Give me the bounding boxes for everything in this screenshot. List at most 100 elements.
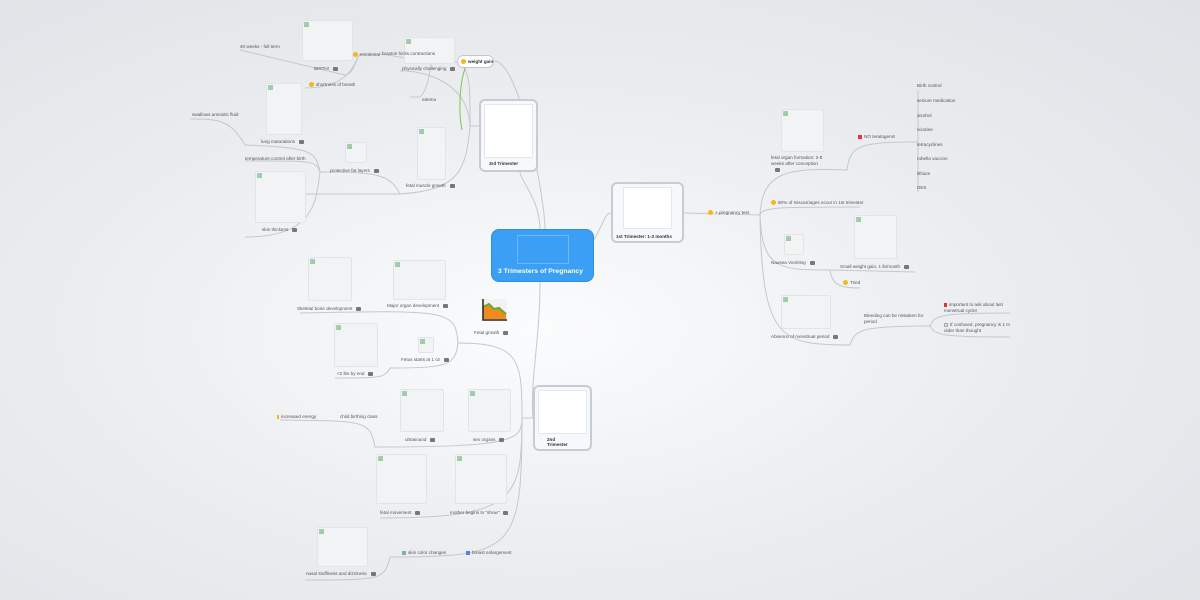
- node-teratogens[interactable]: NO teratogens!: [858, 134, 895, 140]
- image-icon: [775, 167, 780, 172]
- smiley-icon: [353, 52, 358, 58]
- lung-image: [266, 83, 302, 135]
- node-organ-formation[interactable]: fetal organ formation: 2-8 weeks after c…: [771, 155, 823, 173]
- lightning-icon: [277, 414, 279, 419]
- node-edema[interactable]: edema: [422, 97, 437, 102]
- node-skin-color-label: skin color changes: [408, 550, 447, 555]
- fat-image: [345, 142, 367, 163]
- note-icon: [944, 322, 948, 327]
- node-skeletal-label: Skeletal bone development: [297, 306, 353, 311]
- teratogen-item[interactable]: alcohol: [917, 113, 932, 118]
- topic-2nd-trimester[interactable]: 2nd Trimester: [533, 385, 592, 451]
- node-absence[interactable]: Absence of menstrual period: [771, 334, 839, 340]
- node-emotional[interactable]: emotional: [353, 52, 380, 58]
- teratogen-item[interactable]: rubella vaccine: [917, 156, 948, 161]
- teratogen-item[interactable]: Birth control: [917, 83, 942, 88]
- skeletal-image: [308, 257, 352, 301]
- node-energy[interactable]: increased energy: [277, 414, 316, 420]
- node-tired-label: Tired: [850, 280, 861, 285]
- flag-icon: [944, 302, 947, 307]
- node-shortness-label: shortness of breath: [316, 82, 356, 87]
- node-important[interactable]: important to ask about last menstrual cy…: [944, 302, 1008, 314]
- node-starts[interactable]: Fetus starts at 1 oz: [401, 357, 450, 363]
- ultrasound-image: [400, 389, 444, 432]
- image-icon: [503, 330, 509, 335]
- node-tired[interactable]: Tired: [843, 280, 860, 286]
- node-show-label: mother begins to "show": [450, 510, 500, 515]
- node-emotional-label: emotional: [360, 52, 380, 57]
- node-temperature[interactable]: temperature control after birth: [245, 156, 306, 161]
- node-nasal[interactable]: nasal stuffiness and dizziness: [306, 571, 376, 577]
- central-title: 3 Trimesters of Pregnancy: [498, 268, 583, 275]
- topic-2nd-trimester-label: 2nd Trimester: [547, 437, 568, 447]
- node-class[interactable]: child birthing class: [340, 414, 378, 419]
- node-lung[interactable]: lung maturations: [261, 139, 304, 145]
- teratogen-item[interactable]: lithium: [917, 171, 931, 176]
- image-icon: [503, 510, 509, 515]
- absence-image: [781, 295, 831, 329]
- teratogen-item[interactable]: seizure medication: [917, 98, 956, 103]
- birth-image: [302, 20, 353, 61]
- thumbs-up-icon: [708, 210, 713, 216]
- node-weight[interactable]: Small weight gain, 1 lb/month: [840, 264, 910, 270]
- major-organ-image: [393, 260, 446, 300]
- image-icon: [904, 264, 910, 269]
- node-miscarriages[interactable]: 80% of miscarriages occur in 1st trimest…: [771, 200, 864, 206]
- lbs-image: [334, 323, 378, 367]
- node-full-term[interactable]: 40 weeks - full term: [240, 44, 280, 49]
- node-fetal-growth-label: Fetal growth: [474, 330, 500, 335]
- image-icon: [415, 510, 421, 515]
- node-major-organ[interactable]: Major organ development: [387, 303, 449, 309]
- node-confused[interactable]: If confused, pregnancy is 1 m older than…: [944, 322, 1010, 334]
- node-ultrasound[interactable]: ultrasound: [405, 437, 436, 443]
- node-skeletal[interactable]: Skeletal bone development: [297, 306, 362, 312]
- image-icon: [809, 260, 815, 265]
- weight-gain-node[interactable]: weight gain: [457, 55, 494, 68]
- image-icon: [292, 227, 298, 232]
- node-braxton[interactable]: braxton hicks contractions: [382, 51, 436, 56]
- image-icon: [373, 168, 379, 173]
- teratogen-item[interactable]: DES: [917, 185, 927, 190]
- node-starts-label: Fetus starts at 1 oz: [401, 357, 441, 362]
- node-fetal-growth[interactable]: Fetal growth: [474, 330, 509, 336]
- node-skin[interactable]: skin thickens: [262, 227, 298, 233]
- central-image: [517, 235, 569, 264]
- weight-image: [854, 215, 897, 259]
- node-confused-label: If confused, pregnancy is 1 m older than…: [944, 322, 1011, 333]
- node-birth[interactable]: BIRTH!: [314, 66, 338, 72]
- topic-1st-trimester[interactable]: 1st Trimester: 1-3 months: [611, 182, 684, 243]
- node-physically[interactable]: physically challenging: [402, 66, 456, 72]
- organ-image: [781, 109, 824, 152]
- image-icon: [370, 571, 376, 576]
- node-birth-label: BIRTH!: [314, 66, 329, 71]
- node-nausea[interactable]: Nausea Vomiting: [771, 260, 815, 266]
- node-movement[interactable]: fetal movement: [380, 510, 421, 516]
- node-fat-label: protective fat layers: [330, 168, 370, 173]
- teratogen-item[interactable]: tetracyclines: [917, 142, 943, 147]
- central-topic[interactable]: 3 Trimesters of Pregnancy: [491, 229, 594, 282]
- image-icon: [450, 66, 456, 71]
- node-lbs[interactable]: <2 lbs by end: [337, 371, 374, 377]
- node-muscle[interactable]: fetal muscle growth: [406, 183, 455, 189]
- teratogen-item[interactable]: nicotine: [917, 127, 933, 132]
- node-breast[interactable]: breast enlargement: [466, 550, 512, 556]
- node-skin-color[interactable]: skin color changes: [402, 550, 446, 556]
- node-energy-label: increased energy: [281, 414, 317, 419]
- smiley-icon: [461, 59, 466, 65]
- node-movement-label: fetal movement: [380, 510, 412, 515]
- weight-gain-label: weight gain: [468, 59, 494, 64]
- node-show[interactable]: mother begins to "show": [450, 510, 509, 516]
- node-organ-formation-label: fetal organ formation: 2-8 weeks after c…: [771, 155, 823, 166]
- node-swallows[interactable]: swallows amniotic fluid: [192, 112, 239, 117]
- node-sex-organs[interactable]: sex organs: [473, 437, 505, 443]
- node-nausea-label: Nausea Vomiting: [771, 260, 806, 265]
- node-physically-label: physically challenging: [402, 66, 447, 71]
- topic-3rd-trimester[interactable]: 3rd Trimester: [479, 99, 538, 172]
- node-shortness[interactable]: shortness of breath: [309, 82, 355, 88]
- node-bleeding[interactable]: Bleeding can be mistaken for period: [864, 313, 924, 324]
- node-fat[interactable]: protective fat layers: [330, 168, 379, 174]
- node-teratogens-label: NO teratogens!: [864, 134, 896, 139]
- node-breast-label: breast enlargement: [472, 550, 512, 555]
- node-pregnancy-test[interactable]: + pregnancy test: [708, 210, 749, 216]
